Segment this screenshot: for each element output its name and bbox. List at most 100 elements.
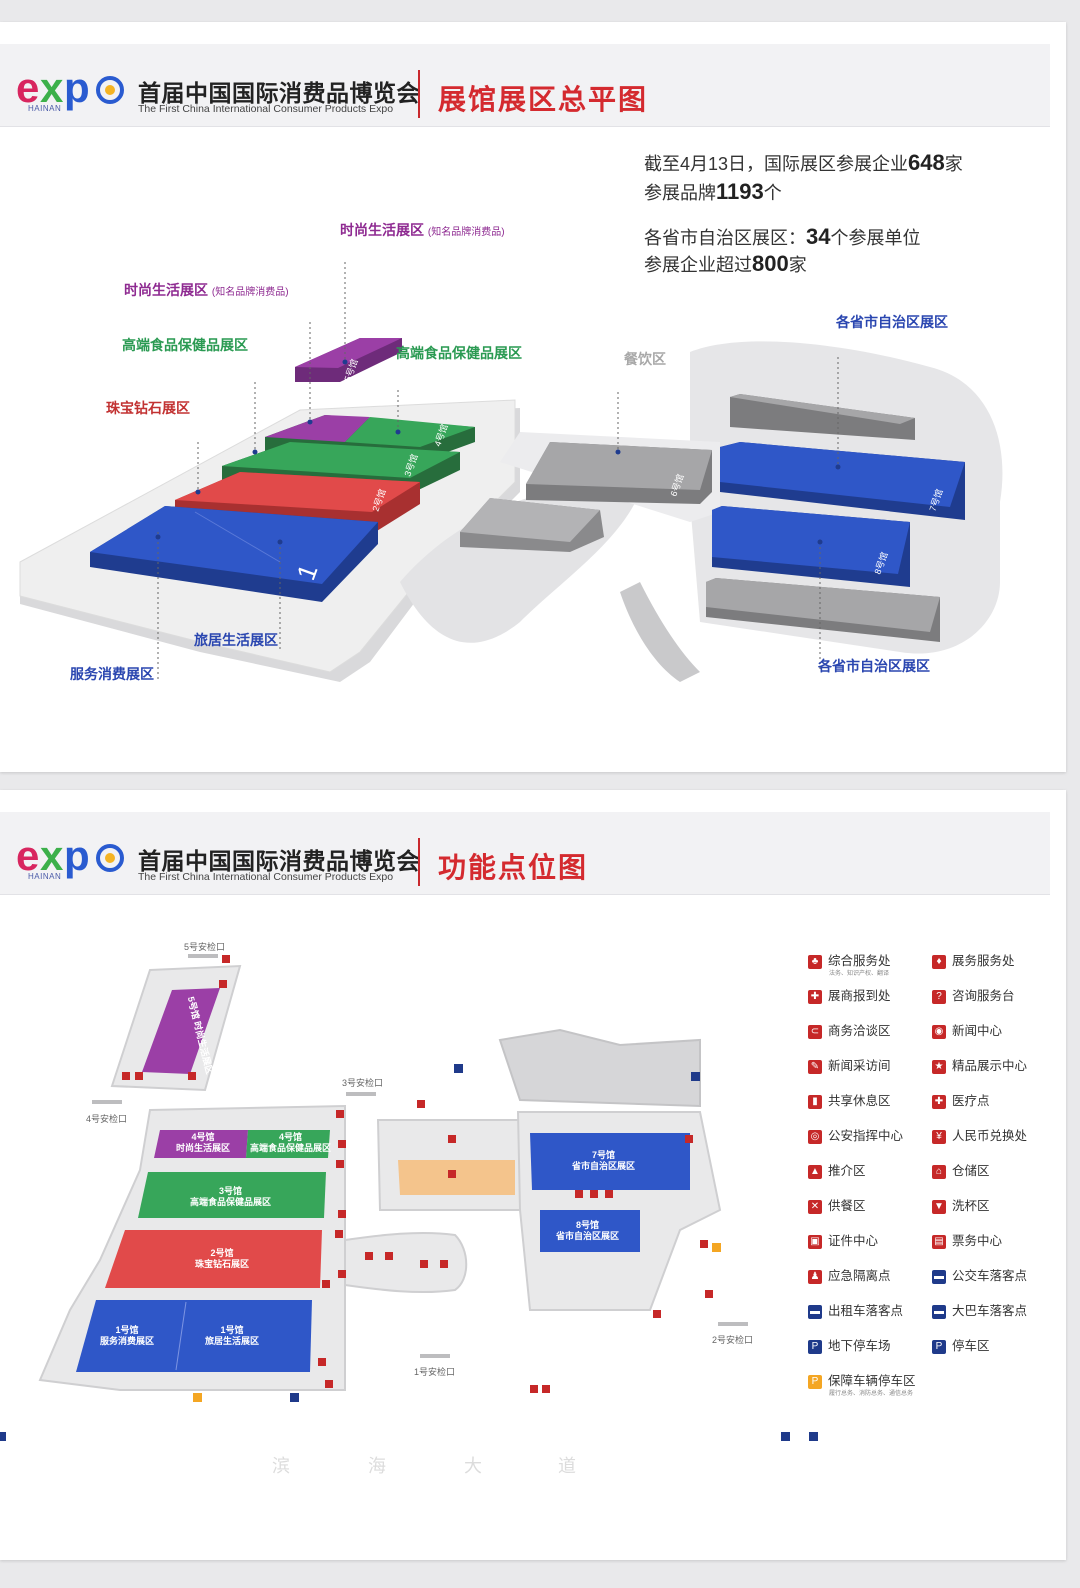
hall-4-fashion-zone [154, 1130, 248, 1158]
legend-item: P 地下停车场 [808, 1335, 891, 1354]
taxi-icon: ▬ [808, 1304, 822, 1319]
panel-header: e x p HAINAN 首届中国国际消费品博览会 The First Chin… [0, 812, 1050, 895]
legend-sublabel: 法务、知识产权、翻译 [829, 971, 890, 977]
legend-item: ⊂商务洽谈区 [808, 1020, 891, 1039]
label-provinces-top: 各省市自治区展区 [836, 314, 948, 330]
stat-line-1: 截至4月13日，国际展区参展企业648家 [644, 150, 963, 175]
legend-item: ✚展商报到处 [808, 985, 891, 1004]
expo-logo: e x p [16, 832, 124, 879]
hall-1-split [175, 1301, 187, 1371]
expo-logo: e x p [16, 64, 124, 111]
building-east-top [498, 1028, 701, 1108]
gate-2: 2号安检口 [712, 1335, 754, 1345]
star-icon: ★ [932, 1059, 946, 1074]
legend-item: ✚医疗点 [932, 1090, 990, 1109]
overview-panel: e x p HAINAN 首届中国国际消费品博览会 The First Chin… [0, 22, 1066, 772]
legend-label: 地下停车场 [828, 1339, 891, 1353]
svg-text:e: e [16, 832, 39, 879]
legend-item: ▬出租车落客点 [808, 1300, 903, 1319]
legend-label: 新闻采访间 [828, 1059, 891, 1073]
legend-label: 大巴车落客点 [952, 1304, 1028, 1318]
hall-1 [90, 506, 378, 584]
legend-item: ? 咨询服务台 [932, 985, 1015, 1004]
expo-service-icon: ♦ [932, 954, 946, 969]
road-char-2: 海 [368, 1456, 386, 1476]
legend-label: 新闻中心 [952, 1024, 1003, 1038]
question-icon: ? [932, 989, 946, 1004]
legend-label: 展务服务处 [952, 954, 1015, 968]
label-fashion-left: 时尚生活展区 (知名品牌消费品) [124, 282, 289, 298]
gate-bars [92, 954, 748, 1358]
warehouse-icon: ⌂ [932, 1164, 946, 1179]
road-char-3: 大 [464, 1456, 482, 1476]
bus-icon: ▬ [932, 1269, 946, 1284]
police-icon: ◎ [808, 1129, 822, 1144]
legend-label: 供餐区 [828, 1199, 866, 1213]
leader-lines [157, 262, 839, 682]
hall-8 [712, 506, 910, 574]
function-panel: e x p HAINAN 首届中国国际消费品博览会 The First Chin… [0, 790, 1066, 1560]
label-food-right: 高端食品保健品展区 [396, 345, 522, 361]
legend-label: 洗杯区 [952, 1199, 990, 1213]
legend-label: 展商报到处 [828, 989, 891, 1003]
hall-6 [526, 442, 712, 490]
pen-icon: ✎ [808, 1059, 822, 1074]
expo-title-en: The First China International Consumer P… [138, 103, 394, 115]
expo-title-en: The First China International Consumer P… [138, 871, 394, 883]
legend-item: ▬ 大巴车落客点 [932, 1300, 1027, 1319]
gray-hall-east-top-side [730, 394, 915, 440]
hall-7-zone [530, 1133, 690, 1190]
svg-text:x: x [40, 832, 64, 879]
svg-text:p: p [64, 64, 90, 111]
legend-item: ▮共享休息区 [808, 1090, 891, 1109]
legend-label: 咨询服务台 [952, 989, 1015, 1003]
label-food-left: 高端食品保健品展区 [122, 337, 248, 353]
legend-item: ✕供餐区 [808, 1195, 866, 1214]
label-dining: 餐饮区 [624, 351, 666, 367]
hall-4-food [345, 417, 475, 447]
hall-2-label: 2号馆珠宝钻石展区 [195, 1248, 250, 1269]
hall-3-label: 3号馆高端食品保健品展区 [190, 1186, 272, 1207]
hall-2 [175, 472, 420, 512]
hall-8-zone [540, 1210, 640, 1252]
service-icon: ♣ [808, 954, 822, 969]
label-jewelry: 珠宝钻石展区 [106, 400, 190, 416]
ticket-icon: ▤ [932, 1234, 946, 1249]
coach-icon: ▬ [932, 1304, 946, 1319]
hall-5-zone [142, 988, 220, 1074]
legend-item: ♣ 综合服务处法务、知识产权、翻译 [808, 950, 891, 977]
legend-item: ▤票务中心 [932, 1230, 1002, 1249]
panel-heading: 功能点位图 [438, 852, 589, 883]
support-parking-icon: P [808, 1374, 822, 1389]
legend-sublabel: 履行总务、消防总务、通信总务 [829, 1391, 914, 1397]
legend-item: ★精品展示中心 [932, 1055, 1027, 1074]
hall-7-label: 7号馆省市自治区展区 [572, 1150, 636, 1171]
legend-label: 人民币兑换处 [952, 1129, 1028, 1143]
hall-8-label: 8号馆省市自治区展区 [556, 1220, 620, 1241]
legend-label: 综合服务处 [828, 954, 891, 968]
stat-line-2: 参展品牌1193个 [644, 179, 782, 204]
gray-hall-a-top [460, 498, 600, 542]
legend-item: ⌂仓储区 [932, 1160, 990, 1179]
cup-icon: ▼ [932, 1199, 946, 1214]
hall-5 [295, 338, 402, 368]
legend-label: 证件中心 [828, 1234, 879, 1248]
gray-hall-east-bottom [706, 578, 940, 632]
legend-item: ▬公交车落客点 [932, 1265, 1027, 1284]
gate-5: 5号安检口 [184, 942, 226, 952]
medical-icon: ✚ [932, 1094, 946, 1109]
legend-item: ▼ 洗杯区 [932, 1195, 990, 1214]
underground-parking-icon: P [808, 1339, 822, 1354]
leader-dots [155, 359, 841, 545]
label-travel: 旅居生活展区 [194, 632, 278, 648]
badge-icon: ▣ [808, 1234, 822, 1249]
stat-line-4: 参展企业超过800家 [644, 251, 807, 276]
road-char-4: 道 [558, 1456, 576, 1476]
hall-4-food-zone [246, 1130, 330, 1158]
handshake-icon: ⊂ [808, 1024, 822, 1039]
legend-label: 停车区 [952, 1339, 990, 1353]
gate-4: 4号安检口 [86, 1114, 128, 1124]
site-plan [0, 954, 818, 1441]
